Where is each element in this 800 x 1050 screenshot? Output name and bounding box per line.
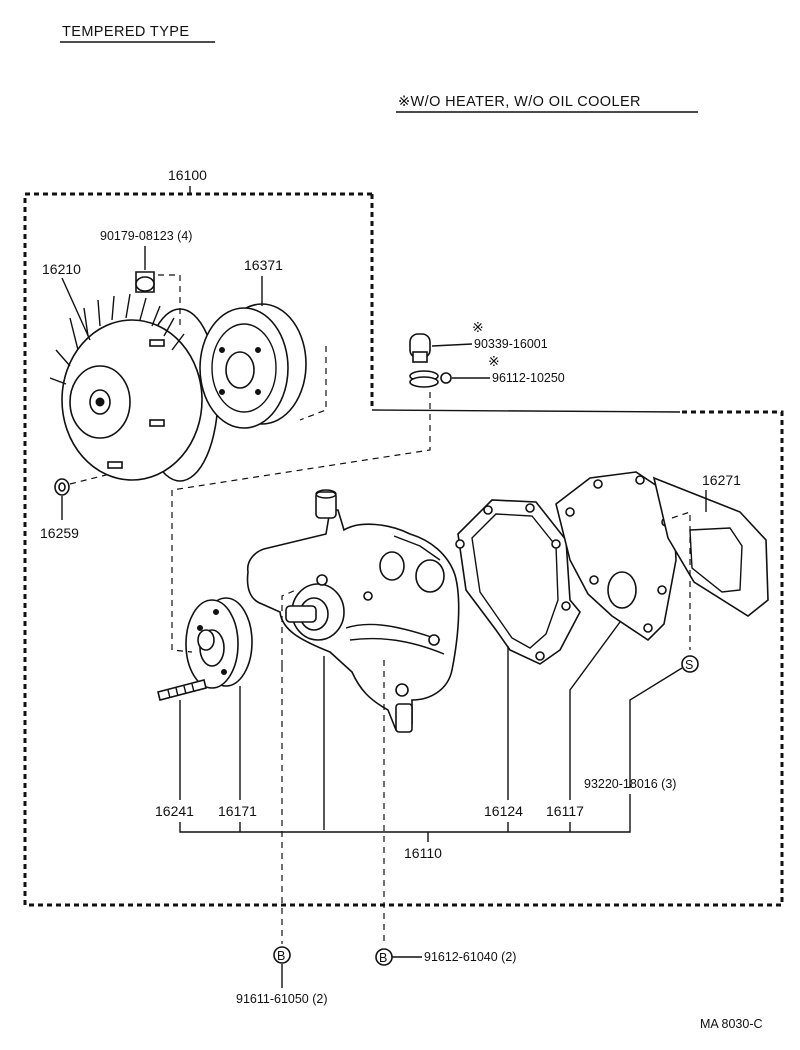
bracket-16110 xyxy=(179,794,631,842)
part-16110-label: 16110 xyxy=(404,845,442,861)
svg-text:B: B xyxy=(379,951,387,965)
part-91612-label: 91612-61040 (2) xyxy=(424,950,516,964)
assembly-16100-boundary xyxy=(23,192,784,907)
part-16371-label: 16371 xyxy=(244,257,283,273)
dash-16271 xyxy=(671,511,691,650)
part-16117-label: 16117 xyxy=(546,803,584,819)
diagram-title: TEMPERED TYPE xyxy=(62,24,189,40)
svg-text:S: S xyxy=(685,658,693,672)
svg-text:B: B xyxy=(277,949,285,963)
part-16210-label: 16210 xyxy=(42,261,81,277)
plate-16117 xyxy=(555,471,677,642)
fan-clutch-16210 xyxy=(49,293,219,482)
dash-thermo xyxy=(171,392,431,491)
pulley-16371 xyxy=(199,303,307,429)
part-90179-label: 90179-08123 (4) xyxy=(100,229,192,243)
dash-hub-pump xyxy=(281,589,297,666)
part-16259-label: 16259 xyxy=(40,525,79,541)
bolt-90179 xyxy=(135,271,155,293)
diagram-reference: MA 8030-C xyxy=(700,1017,763,1031)
star-90339: ※ xyxy=(472,319,484,335)
washer-16259 xyxy=(54,478,70,496)
part-16124-label: 16124 xyxy=(484,803,523,819)
part-16171-label: 16171 xyxy=(218,803,257,819)
part-16241-label: 16241 xyxy=(155,803,194,819)
star-96112: ※ xyxy=(488,353,500,369)
dash-16259 xyxy=(69,473,111,485)
gasket-16271 xyxy=(652,476,769,617)
pump-hub-16171 xyxy=(185,597,253,689)
leader-16210 xyxy=(61,277,91,341)
water-pump-body xyxy=(246,489,460,733)
dash-hub xyxy=(171,490,193,653)
dash-90179 xyxy=(158,274,181,330)
diagram-note: ※W/O HEATER, W/O OIL COOLER xyxy=(398,94,641,110)
part-16100-label: 16100 xyxy=(168,167,207,183)
part-91611-label: 91611-61050 (2) xyxy=(236,992,328,1006)
gasket-16124 xyxy=(455,499,581,665)
leader-93220 xyxy=(629,667,683,788)
part-96112-label: 96112-10250 xyxy=(492,371,565,385)
leaders-bottom xyxy=(179,621,621,830)
b-marker-right: B xyxy=(375,948,393,966)
cap-90339 xyxy=(409,333,431,363)
part-93220-label: 93220-18016 (3) xyxy=(584,777,676,791)
part-90339-label: 90339-16001 xyxy=(474,337,548,351)
part-16271-label: 16271 xyxy=(702,472,741,488)
s-marker: S xyxy=(681,655,699,673)
stud-16241 xyxy=(157,679,207,701)
dash-pulley-shaft xyxy=(299,346,327,421)
leader-90339 xyxy=(431,343,473,347)
b-marker-left: B xyxy=(273,946,291,964)
hose-clamp-96112 xyxy=(409,370,452,388)
